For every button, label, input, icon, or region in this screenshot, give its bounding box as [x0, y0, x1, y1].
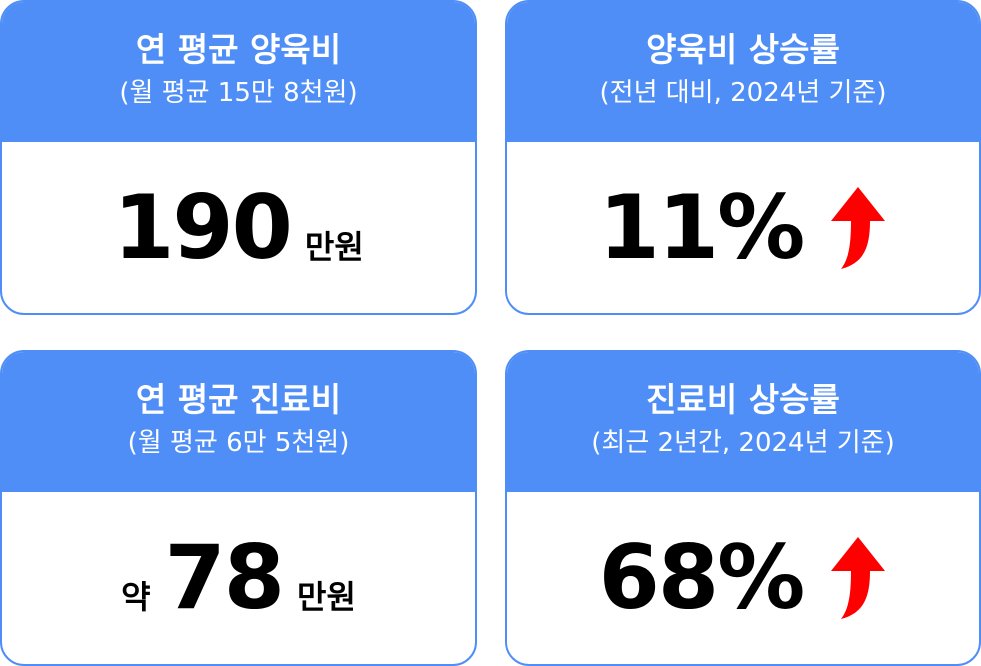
value-row: 190 만원 [113, 175, 364, 279]
card-medical-cost-increase: 진료비 상승률 (최근 2년간, 2024년 기준) 68% [505, 350, 981, 666]
card-annual-parenting-cost: 연 평균 양육비 (월 평균 15만 8천원) 190 만원 [0, 0, 477, 315]
stat-unit: 만원 [297, 578, 356, 616]
card-title: 진료비 상승률 [646, 380, 840, 420]
card-parenting-cost-increase: 양육비 상승률 (전년 대비, 2024년 기준) 11% [505, 0, 981, 315]
card-subtitle: (월 평균 6만 5천원) [127, 427, 350, 458]
card-header: 연 평균 양육비 (월 평균 15만 8천원) [2, 2, 475, 142]
arrow-up-icon [829, 185, 887, 271]
card-title: 연 평균 양육비 [135, 30, 342, 70]
card-body: 68% [507, 492, 979, 664]
stat-value: 190 [113, 175, 293, 279]
value-row: 68% [599, 534, 888, 622]
card-annual-medical-cost: 연 평균 진료비 (월 평균 6만 5천원) 약 78 만원 [0, 350, 477, 666]
stat-value: 68% [598, 526, 806, 629]
card-title: 양육비 상승률 [646, 30, 840, 70]
card-body: 약 78 만원 [2, 492, 475, 664]
stat-prefix: 약 [121, 578, 151, 616]
card-header: 연 평균 진료비 (월 평균 6만 5천원) [2, 352, 475, 492]
stat-value: 78 [164, 526, 285, 629]
arrow-up-icon [829, 535, 887, 621]
card-body: 190 만원 [2, 142, 475, 313]
value-row: 11% [598, 175, 888, 279]
stat-unit: 만원 [304, 227, 364, 266]
card-subtitle: (최근 2년간, 2024년 기준) [591, 427, 895, 458]
card-subtitle: (월 평균 15만 8천원) [119, 77, 358, 108]
value-row: 약 78 만원 [121, 534, 356, 622]
stat-value: 11% [598, 175, 806, 279]
card-title: 연 평균 진료비 [135, 380, 342, 420]
card-subtitle: (전년 대비, 2024년 기준) [599, 77, 887, 108]
card-body: 11% [507, 142, 979, 313]
card-header: 양육비 상승률 (전년 대비, 2024년 기준) [507, 2, 979, 142]
card-header: 진료비 상승률 (최근 2년간, 2024년 기준) [507, 352, 979, 492]
